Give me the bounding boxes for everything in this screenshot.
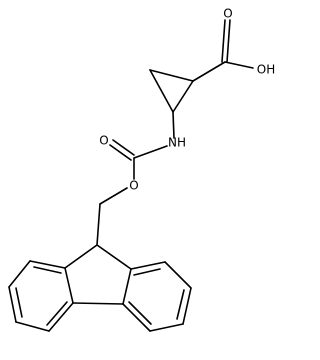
bond-c9-c8a: [96, 244, 132, 270]
bond-ring-nh: [172, 111, 175, 139]
bond-left-ring-2: [48, 302, 74, 332]
bond-ring-c1-c2: [149, 69, 194, 82]
bond-right-ring-3: [149, 323, 184, 332]
atom-label-acid-hydroxyl: OH: [257, 63, 275, 77]
atom-label-carbamate-carbonyl-o: O: [99, 134, 108, 148]
bond-right-ring-5: [164, 261, 192, 289]
bond-left-ring-5: [8, 260, 31, 288]
bond-ring-c2-c3: [149, 69, 174, 113]
bond-right-ring-4: [182, 287, 192, 325]
atom-label-amide-nh: NH: [168, 136, 186, 150]
atom-label-acid-carbonyl-o: O: [223, 7, 232, 21]
bond-nh-carbonylc: [133, 145, 168, 159]
bond-left-ring-3: [15, 321, 50, 332]
bond-right-ring-6: [130, 261, 166, 270]
molecule-diagram: O OH NH O O: [8, 7, 275, 332]
bond-left-ring-double-a: [33, 266, 62, 274]
bond-ester-o-ch2: [99, 187, 128, 205]
bond-left-ring-double-b: [15, 287, 23, 318]
bond-left-ring-double-c: [46, 301, 68, 326]
bond-c4a-c4b: [72, 302, 124, 305]
bond-ring-acidc: [192, 61, 226, 82]
bond-right-ring-1: [122, 268, 132, 305]
carboxylic-acid-group: [192, 19, 254, 82]
bond-right-ring-2: [122, 303, 151, 332]
bond-ch2-c9: [96, 203, 101, 246]
bond-c9-c9a: [64, 244, 98, 269]
cyclopropane-ring: [149, 69, 194, 113]
bond-carbonylc-o-double-2: [109, 144, 132, 161]
bond-right-ring-double-b: [176, 289, 185, 320]
bond-right-ring-double-c: [128, 301, 152, 325]
bond-left-ring-4: [8, 286, 17, 323]
bond-carbonylc-o-double-1: [112, 139, 135, 156]
fluorene-system: [8, 244, 192, 332]
atom-labels: O OH NH O O: [99, 7, 275, 193]
bond-acidc-o-double-1: [221, 19, 226, 63]
atom-label-ester-o: O: [129, 179, 138, 193]
carbamate-linker: [96, 111, 175, 246]
bond-acidc-oh: [224, 61, 254, 69]
bond-left-ring-6: [29, 260, 66, 269]
bond-acidc-o-double-2: [226, 19, 231, 63]
bond-right-ring-double-a: [133, 268, 161, 276]
bond-left-ring-1: [64, 267, 74, 304]
bond-ring-c3-c1: [172, 80, 194, 113]
